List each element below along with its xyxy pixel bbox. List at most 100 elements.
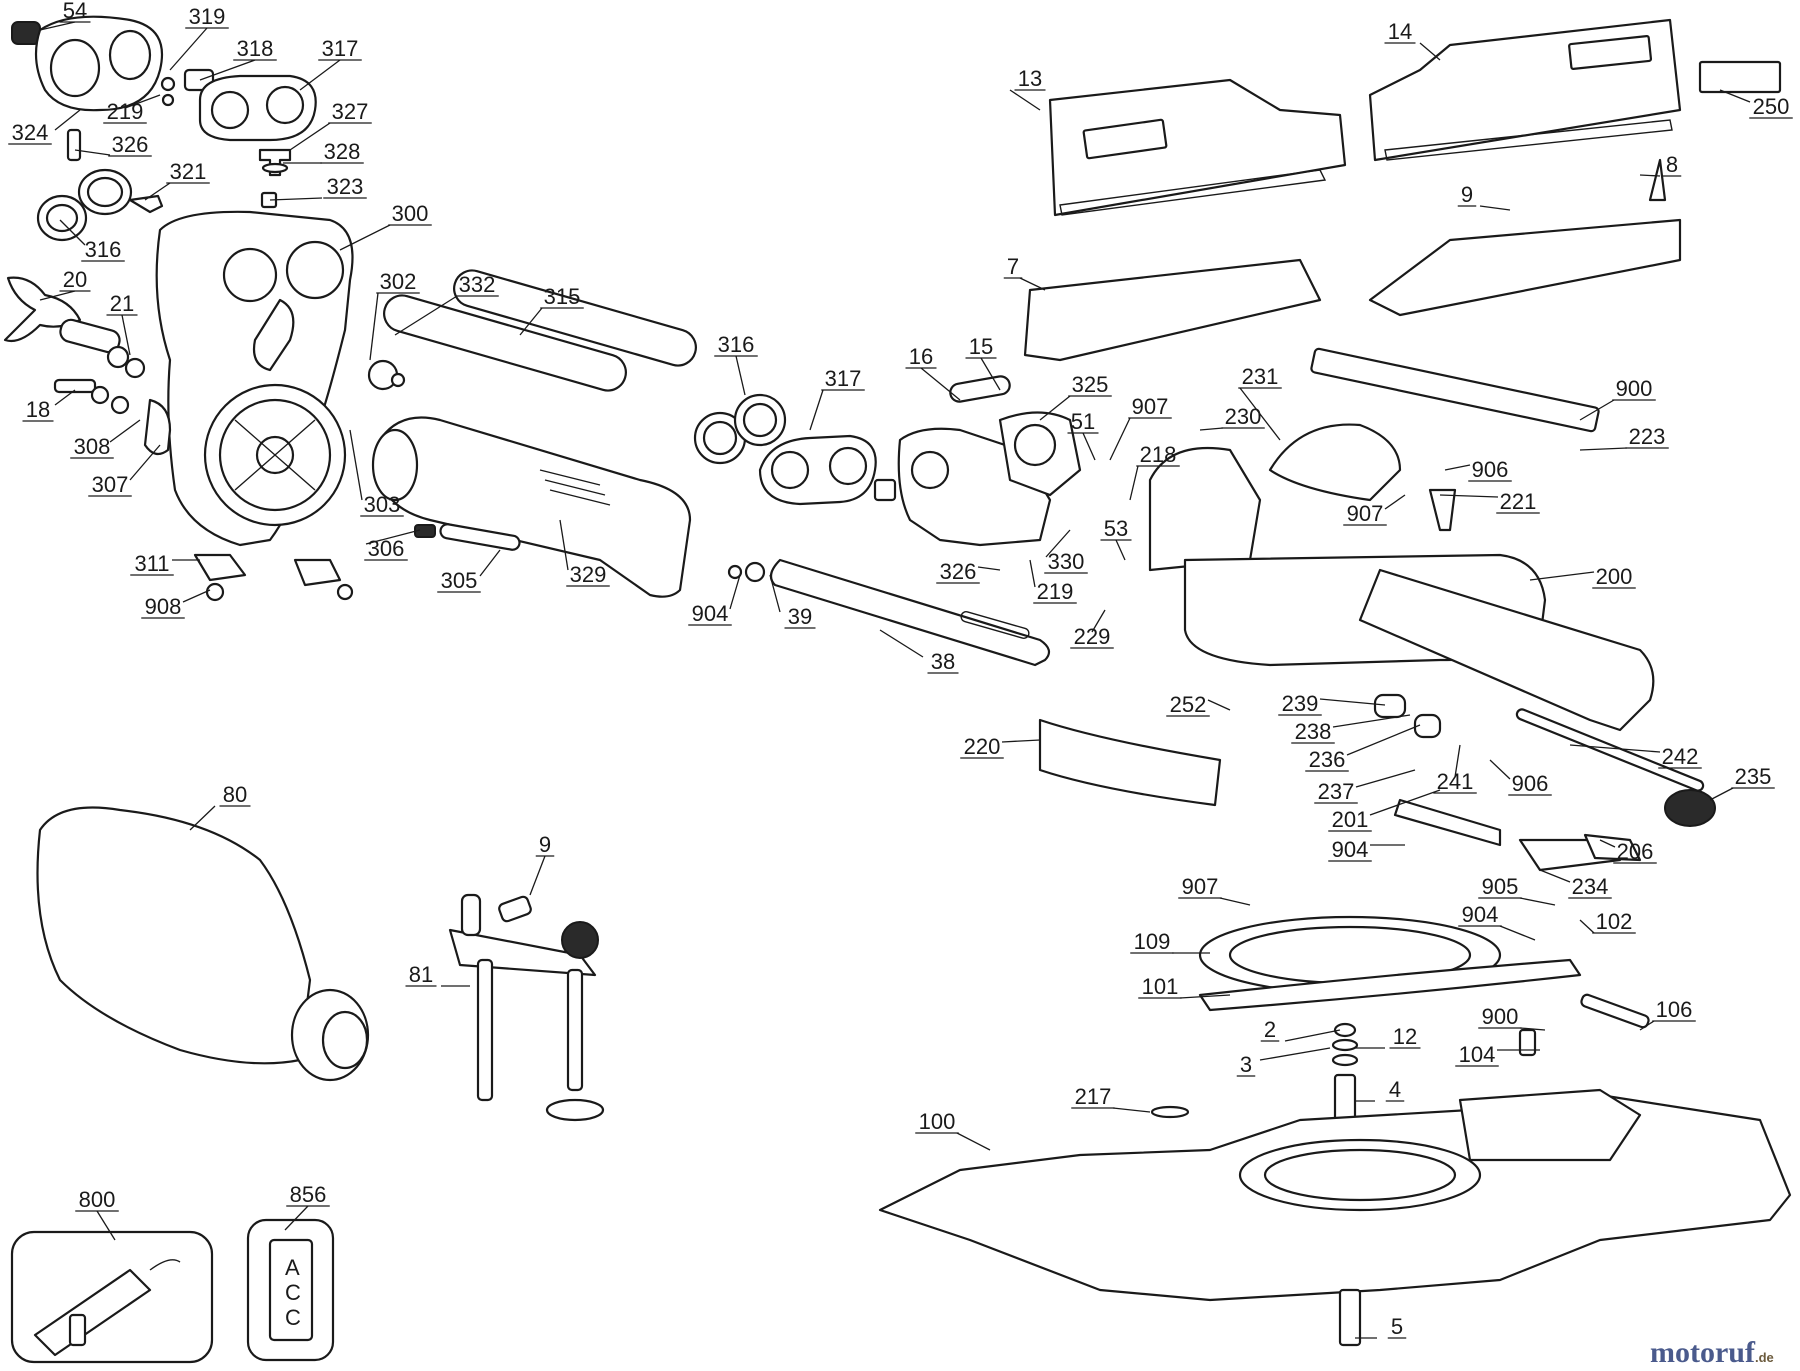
part-label-51: 51 [1071,409,1095,434]
leader-line-303 [349,429,363,501]
part-label-906: 906 [1472,457,1509,482]
leader-line-237 [1355,769,1416,788]
part-label-303: 303 [364,492,401,517]
part-label-324: 324 [12,120,49,145]
pivot-stack [1331,1022,1359,1127]
leader-line-101 [1179,994,1231,999]
part-label-109: 109 [1134,929,1171,954]
leader-line-100 [956,1132,991,1151]
part-label-16: 16 [909,344,933,369]
part-label-321: 321 [170,159,207,184]
leader-line-13 [1009,89,1041,111]
part-label-907: 907 [1182,874,1219,899]
part-label-229: 229 [1074,624,1111,649]
leader-line-223 [1579,447,1628,451]
part-label-7: 7 [1007,254,1019,279]
part-label-250: 250 [1753,94,1790,119]
part-label-317: 317 [322,36,359,61]
leader-line-306 [365,529,421,545]
leader-line-250 [1719,89,1751,103]
motor-housing [155,210,354,547]
part-label-906: 906 [1512,771,1549,796]
leader-line-325 [1039,395,1071,421]
leader-line-21 [121,314,131,356]
leader-line-326 [977,566,1001,571]
part-label-2: 2 [1264,1017,1276,1042]
miter-lock-parts [1038,693,1716,872]
leader-line-302 [369,292,379,361]
part-label-242: 242 [1662,744,1699,769]
leader-line-7 [1019,277,1046,291]
part-label-14: 14 [1388,19,1412,44]
part-label-308: 308 [74,434,111,459]
leader-line-206 [1599,839,1616,848]
detent-plates [1198,915,1582,1012]
leader-line-39 [769,574,781,613]
handle-knob [3,276,172,456]
leader-line-218 [1129,465,1139,501]
leader-line-80 [189,805,216,831]
leader-line-229 [1091,609,1106,633]
slider-link [727,558,1051,667]
slide-rails [367,269,697,392]
part-label-300: 300 [392,201,429,226]
leader-line-317 [809,389,824,431]
part-label-236: 236 [1309,747,1346,772]
bearing-plate [693,393,897,506]
leader-line-14 [1419,42,1441,61]
part-label-219: 219 [107,99,144,124]
leader-line-906 [1489,759,1511,780]
part-label-318: 318 [237,36,274,61]
part-label-904: 904 [1462,902,1499,927]
leader-line-330 [1045,529,1071,558]
part-label-38: 38 [931,649,955,674]
part-label-307: 307 [92,472,129,497]
part-label-54: 54 [63,0,87,23]
part-label-223: 223 [1629,424,1666,449]
part-label-201: 201 [1332,807,1369,832]
leader-line-904 [1499,925,1536,941]
part-label-13: 13 [1018,66,1042,91]
leader-line-324 [54,109,81,131]
part-label-900: 900 [1482,1004,1519,1029]
part-label-234: 234 [1572,874,1609,899]
leader-line-200 [1529,571,1595,581]
leader-line-907 [1219,897,1251,906]
leader-line-318 [199,59,256,81]
part-label-39: 39 [788,604,812,629]
leader-line-221 [1439,494,1499,498]
part-label-238: 238 [1295,719,1332,744]
part-label-329: 329 [570,562,607,587]
part-label-908: 908 [145,594,182,619]
leader-line-238 [1332,714,1411,728]
fences [1023,18,1782,362]
leader-line-327 [289,122,331,151]
blade-guard-and-table [1148,347,1655,732]
part-label-12: 12 [1393,1024,1417,1049]
leader-line-102 [1579,919,1595,934]
part-label-311: 311 [134,551,169,576]
part-label-330: 330 [1048,549,1085,574]
saw-arm [371,416,692,598]
part-label-235: 235 [1735,764,1772,789]
leader-line-906 [1444,464,1471,471]
leader-line-18 [54,389,76,406]
part-label-900: 900 [1616,376,1653,401]
leader-line-235 [1709,787,1734,801]
leader-line-856 [284,1205,309,1231]
dust-bag [36,806,370,1082]
leader-line-241 [1454,744,1461,778]
accessory-box-800 [10,1230,214,1364]
part-label-217: 217 [1075,1084,1112,1109]
part-label-3: 3 [1240,1052,1252,1077]
leader-line-332 [394,295,458,336]
part-label-326: 326 [940,559,977,584]
part-label-237: 237 [1318,779,1355,804]
watermark-brand-text: motoruf [1650,1336,1756,1369]
part-label-100: 100 [919,1109,956,1134]
leader-line-316 [59,219,86,246]
part-label-907: 907 [1132,394,1169,419]
part-label-326: 326 [112,132,149,157]
